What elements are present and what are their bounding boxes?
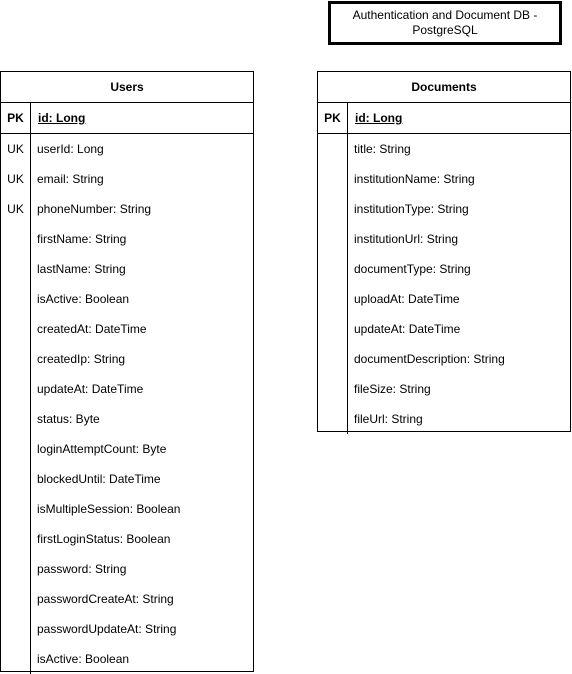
documents-pk-field: id: Long: [355, 111, 403, 125]
documents-field-row: documentType: String: [318, 254, 570, 284]
users-table-title: Users: [1, 72, 253, 103]
documents-field-name: institutionName: String: [354, 172, 475, 186]
diagram-title-line1: Authentication and Document DB -: [352, 8, 538, 22]
documents-field-name: updateAt: DateTime: [354, 322, 461, 336]
documents-field-name: uploadAt: DateTime: [354, 292, 460, 306]
documents-field-row: updateAt: DateTime: [318, 314, 570, 344]
documents-pk-row: PK id: Long: [318, 103, 570, 134]
users-pk-row: PK id: Long: [1, 103, 253, 134]
documents-field-row: title: String: [318, 134, 570, 164]
users-field-key: [1, 614, 30, 644]
users-field-row: isMultipleSession: Boolean: [1, 494, 253, 524]
users-field-name: passwordUpdateAt: String: [37, 622, 177, 636]
documents-field-row: uploadAt: DateTime: [318, 284, 570, 314]
documents-field-name: institutionUrl: String: [354, 232, 459, 246]
users-field-key: [1, 404, 30, 434]
users-field-name: updateAt: DateTime: [37, 382, 144, 396]
users-field-row: password: String: [1, 554, 253, 584]
users-field-row: createdAt: DateTime: [1, 314, 253, 344]
users-field-name: createdAt: DateTime: [37, 322, 147, 336]
users-field-row: updateAt: DateTime: [1, 374, 253, 404]
users-field-key: [1, 344, 30, 374]
users-field-name: lastName: String: [37, 262, 126, 276]
documents-field-name: fileUrl: String: [354, 412, 423, 426]
documents-field-key: [318, 374, 347, 404]
users-field-row: passwordCreateAt: String: [1, 584, 253, 614]
users-field-key: [1, 644, 30, 674]
users-field-name: isActive: Boolean: [37, 292, 130, 306]
users-field-row: status: Byte: [1, 404, 253, 434]
users-field-name: email: String: [37, 172, 104, 186]
diagram-title-line2: PostgreSQL: [412, 23, 478, 37]
users-field-row: UK userId: Long: [1, 134, 253, 164]
users-field-row: loginAttemptCount: Byte: [1, 434, 253, 464]
users-field-key: [1, 224, 30, 254]
users-field-key: [1, 314, 30, 344]
users-field-name: loginAttemptCount: Byte: [37, 442, 167, 456]
documents-field-key: [318, 284, 347, 314]
users-field-key: [1, 584, 30, 614]
documents-table-title: Documents: [318, 72, 570, 103]
users-field-row: UK email: String: [1, 164, 253, 194]
documents-field-row: institutionUrl: String: [318, 224, 570, 254]
users-field-row: firstLoginStatus: Boolean: [1, 524, 253, 554]
users-field-name: password: String: [37, 562, 127, 576]
users-field-name: status: Byte: [37, 412, 100, 426]
documents-field-key: [318, 134, 347, 164]
documents-field-name: documentDescription: String: [354, 352, 505, 366]
users-field-key: UK: [7, 202, 24, 216]
users-field-key: [1, 554, 30, 584]
users-field-name: firstLoginStatus: Boolean: [37, 532, 171, 546]
users-field-row: blockedUntil: DateTime: [1, 464, 253, 494]
users-field-key: UK: [7, 172, 24, 186]
documents-field-key: [318, 224, 347, 254]
users-pk-key: PK: [1, 103, 31, 133]
users-field-name: isMultipleSession: Boolean: [37, 502, 181, 516]
documents-fields: title: String institutionName: String inst…: [318, 134, 570, 434]
documents-table: Documents PK id: Long title: String insti…: [317, 71, 571, 434]
users-field-name: passwordCreateAt: String: [37, 592, 174, 606]
users-field-row: passwordUpdateAt: String: [1, 614, 253, 644]
users-field-row: lastName: String: [1, 254, 253, 284]
users-field-key: [1, 524, 30, 554]
documents-field-row: institutionType: String: [318, 194, 570, 224]
documents-field-key: [318, 194, 347, 224]
documents-field-row: fileSize: String: [318, 374, 570, 404]
users-field-name: isActive: Boolean: [37, 652, 130, 666]
users-field-key: [1, 254, 30, 284]
documents-field-key: [318, 254, 347, 284]
users-field-row: isActive: Boolean: [1, 284, 253, 314]
users-field-key: [1, 464, 30, 494]
documents-field-name: title: String: [354, 142, 411, 156]
users-field-key: UK: [7, 142, 24, 156]
users-field-key: [1, 494, 30, 524]
users-field-key: [1, 374, 30, 404]
users-field-name: blockedUntil: DateTime: [37, 472, 161, 486]
documents-field-key: [318, 344, 347, 374]
users-field-name: createdIp: String: [37, 352, 126, 366]
diagram-title: Authentication and Document DB - Postgre…: [328, 1, 562, 45]
users-field-name: firstName: String: [37, 232, 127, 246]
documents-field-row: documentDescription: String: [318, 344, 570, 374]
documents-field-key: [318, 164, 347, 194]
documents-field-row: institutionName: String: [318, 164, 570, 194]
documents-field-name: institutionType: String: [354, 202, 469, 216]
users-field-row: firstName: String: [1, 224, 253, 254]
documents-field-row: fileUrl: String: [318, 404, 570, 434]
users-field-name: phoneNumber: String: [37, 202, 152, 216]
documents-field-name: documentType: String: [354, 262, 471, 276]
documents-pk-key: PK: [318, 103, 348, 133]
users-field-row: UK phoneNumber: String: [1, 194, 253, 224]
users-field-name: userId: Long: [37, 142, 104, 156]
users-field-row: createdIp: String: [1, 344, 253, 374]
users-pk-field: id: Long: [38, 111, 86, 125]
documents-field-key: [318, 314, 347, 344]
users-field-row: isActive: Boolean: [1, 644, 253, 674]
documents-field-name: fileSize: String: [354, 382, 431, 396]
users-field-key: [1, 284, 30, 314]
users-field-key: [1, 434, 30, 464]
documents-field-key: [318, 404, 347, 434]
